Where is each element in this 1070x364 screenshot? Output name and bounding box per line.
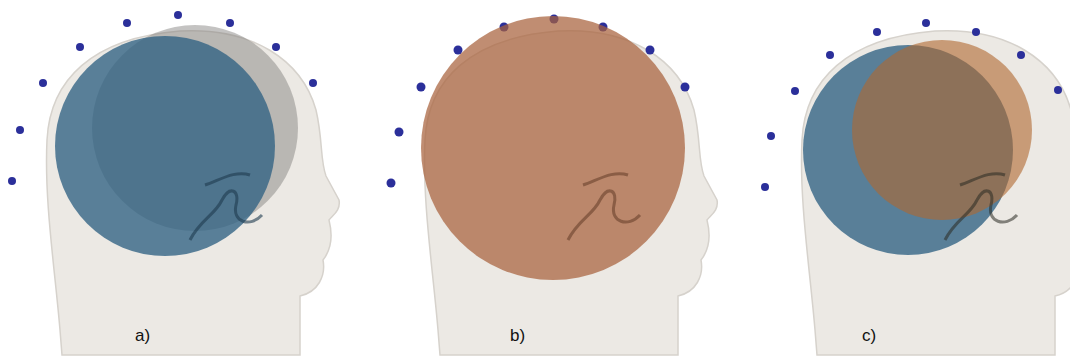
- panel-label: b): [510, 326, 525, 346]
- head-a: [8, 11, 339, 355]
- panel-label: a): [135, 326, 150, 346]
- panel-label: c): [862, 326, 876, 346]
- head-b: [387, 15, 718, 356]
- head-c: [761, 19, 1070, 355]
